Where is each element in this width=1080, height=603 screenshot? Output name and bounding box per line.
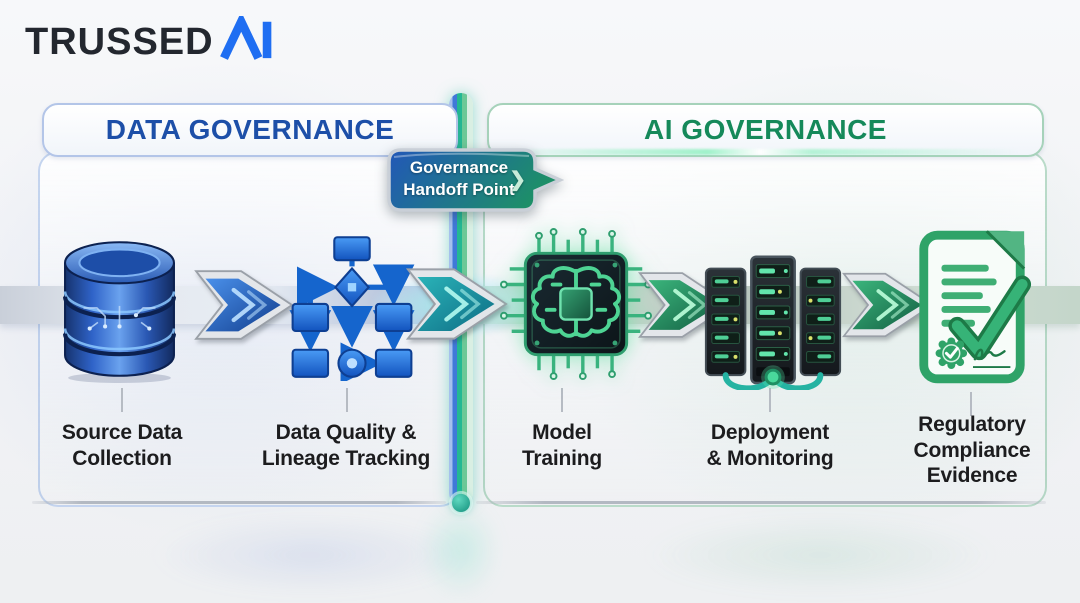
label-connector [769,388,771,412]
stage-label-regulatory-compliance: Regulatory Compliance Evidence [913,413,1031,488]
label-connector [970,392,972,416]
server-rack-icon [698,230,848,390]
brand-logo: TRUSSED [25,16,274,61]
reflection-blob [420,500,500,600]
governance-handoff-badge: Governance Handoff Point ❯ [384,147,564,213]
flow-arrow-blue-icon [194,258,294,357]
handoff-badge-text: Governance Handoff Point [390,157,528,201]
reflection-blob [640,515,1000,595]
brand-name: TRUSSED [25,21,214,63]
compliance-document-icon [910,226,1034,390]
ai-chip-brain-icon [500,226,652,382]
ai-governance-header: AI GOVERNANCE [487,103,1044,157]
data-governance-title: DATA GOVERNANCE [105,114,395,145]
label-connector [346,388,348,412]
flow-arrow-green-icon [841,260,934,355]
stage-label-data-quality-lineage: Data Quality & Lineage Tracking [261,421,431,470]
divider-end-dot [452,494,470,512]
green-light-streak [500,149,1020,155]
chevron-right-icon: ❯ [509,169,526,191]
flowchart-icon [282,231,422,381]
stage-label-deployment-monitoring: Deployment & Monitoring [706,421,834,470]
ai-governance-title: AI GOVERNANCE [644,114,887,145]
label-connector [121,388,123,412]
handoff-line2: Handoff Point [403,180,515,199]
stage-label-model-training: Model Training [521,421,603,470]
label-connector [561,388,563,412]
handoff-arrow-teal-icon [405,255,508,358]
panel-baseline-left [32,501,446,504]
stage-label-source-data-collection: Source Data Collection [61,421,183,470]
database-icon [52,234,187,384]
handoff-line1: Governance [409,158,509,177]
flow-arrow-green-icon [637,260,732,355]
data-governance-header: DATA GOVERNANCE [42,103,458,157]
ai-delta-monogram-icon [219,16,271,60]
reflection-blob [150,515,470,595]
handoff-badge-shape [387,148,564,212]
panel-baseline-right [476,501,1046,504]
